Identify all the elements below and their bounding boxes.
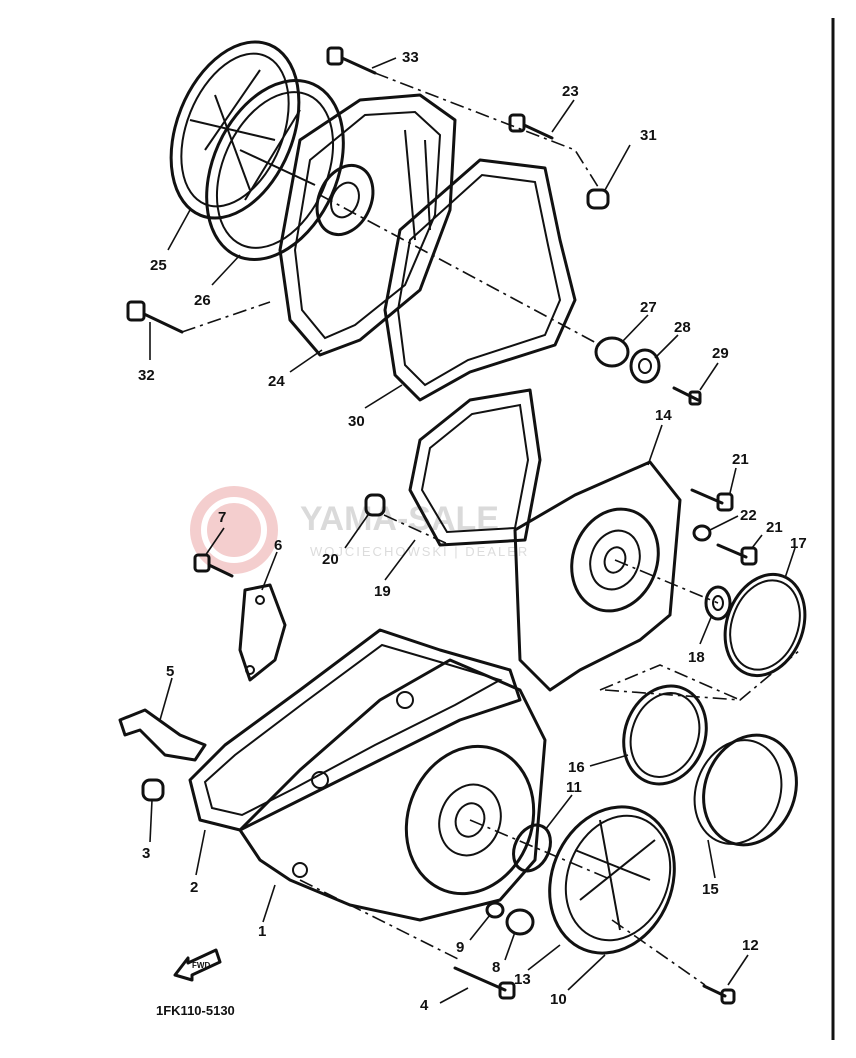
callout-23: 23	[562, 83, 579, 100]
part-8-collar	[505, 908, 535, 936]
part-9-washer	[485, 901, 505, 919]
callout-21b: 21	[766, 519, 783, 536]
callout-22: 22	[740, 507, 757, 524]
callout-24: 24	[268, 373, 285, 390]
watermark-subtitle: WOJCIECHOWSKI | DEALER	[310, 544, 529, 559]
callout-26: 26	[194, 292, 211, 309]
callout-18: 18	[688, 649, 705, 666]
lower-centre-line	[469, 819, 613, 881]
callout-12: 12	[742, 937, 759, 954]
watermark-brand: YAMA-SALE	[300, 500, 499, 538]
callout-20: 20	[322, 551, 339, 568]
callout-3: 3	[142, 845, 150, 862]
part-3-cap	[141, 778, 165, 802]
callout-14: 14	[655, 407, 672, 424]
part-30-gasket	[383, 158, 577, 402]
part-33-bolt	[326, 46, 377, 75]
part-2-gasket	[188, 628, 522, 832]
part-28-bushing	[629, 348, 661, 384]
callout-16: 16	[568, 759, 585, 776]
part-32-bolt	[126, 300, 184, 334]
callout-11: 11	[566, 779, 582, 796]
callout-1: 1	[258, 923, 266, 940]
callout-21a: 21	[732, 451, 749, 468]
fwd-arrow-icon: FWD	[173, 948, 222, 982]
diagram-code: 1FK110-5130	[156, 1003, 235, 1018]
callout-19: 19	[374, 583, 391, 600]
part-4-bolt	[453, 966, 516, 1000]
middle-ring-line	[604, 649, 801, 701]
top-bolt-line-a	[374, 72, 601, 191]
callout-5: 5	[166, 663, 174, 680]
lower-case-line	[299, 879, 461, 961]
middle-centre-line	[614, 559, 719, 604]
callout-30: 30	[348, 413, 365, 430]
top-bolt-line-b	[181, 301, 271, 333]
callout-9: 9	[456, 939, 464, 956]
part-18-seal	[704, 585, 732, 621]
part-11-oring	[512, 823, 552, 873]
callout-13: 13	[514, 971, 531, 988]
fwd-label: FWD	[192, 961, 210, 970]
part-22-washer	[692, 524, 712, 542]
part-19-gasket	[408, 388, 542, 547]
callout-7: 7	[218, 509, 226, 526]
part-29-screw	[672, 386, 702, 406]
callout-32: 32	[138, 367, 155, 384]
top-centre-line	[319, 194, 601, 346]
lower-bolt-line	[611, 919, 706, 986]
callout-6: 6	[274, 537, 282, 554]
callout-15: 15	[702, 881, 719, 898]
callout-33: 33	[402, 49, 419, 66]
callout-17: 17	[790, 535, 807, 552]
part-5-bracket	[118, 708, 207, 762]
part-1-crankcase-cover	[238, 658, 547, 922]
watermark: YAMA-SALE WOJCIECHOWSKI | DEALER	[190, 486, 529, 574]
part-12-bolt	[702, 984, 736, 1005]
part-14-cover	[513, 460, 682, 692]
callout-4: 4	[420, 997, 429, 1014]
part-16-ring	[622, 684, 708, 786]
part-23-bolt	[508, 113, 554, 140]
part-20-dowel	[364, 493, 386, 517]
callout-31: 31	[640, 127, 657, 144]
part-27-collar	[594, 336, 630, 368]
leader-lines	[149, 57, 796, 1004]
callout-8: 8	[492, 959, 500, 976]
part-13-rotor-cover	[548, 805, 676, 955]
callout-2: 2	[190, 879, 198, 896]
callout-29: 29	[712, 345, 729, 362]
callout-25: 25	[150, 257, 167, 274]
middle-bolt-line	[383, 514, 451, 546]
part-26-gasket	[205, 79, 345, 261]
part-31-dowel	[586, 188, 610, 210]
part-21b-bolt	[716, 543, 758, 566]
part-25-outer-cover	[169, 40, 301, 220]
part-24-housing	[278, 93, 457, 357]
part-21a-bolt	[690, 488, 734, 512]
callout-27: 27	[640, 299, 657, 316]
callout-28: 28	[674, 319, 691, 336]
part-7-screw	[193, 553, 234, 578]
part-15-cap	[693, 733, 798, 847]
lower-ring-line	[599, 664, 741, 701]
callout-10: 10	[550, 991, 567, 1008]
part-6-bracket	[238, 583, 287, 682]
part-17-ring	[723, 572, 807, 678]
